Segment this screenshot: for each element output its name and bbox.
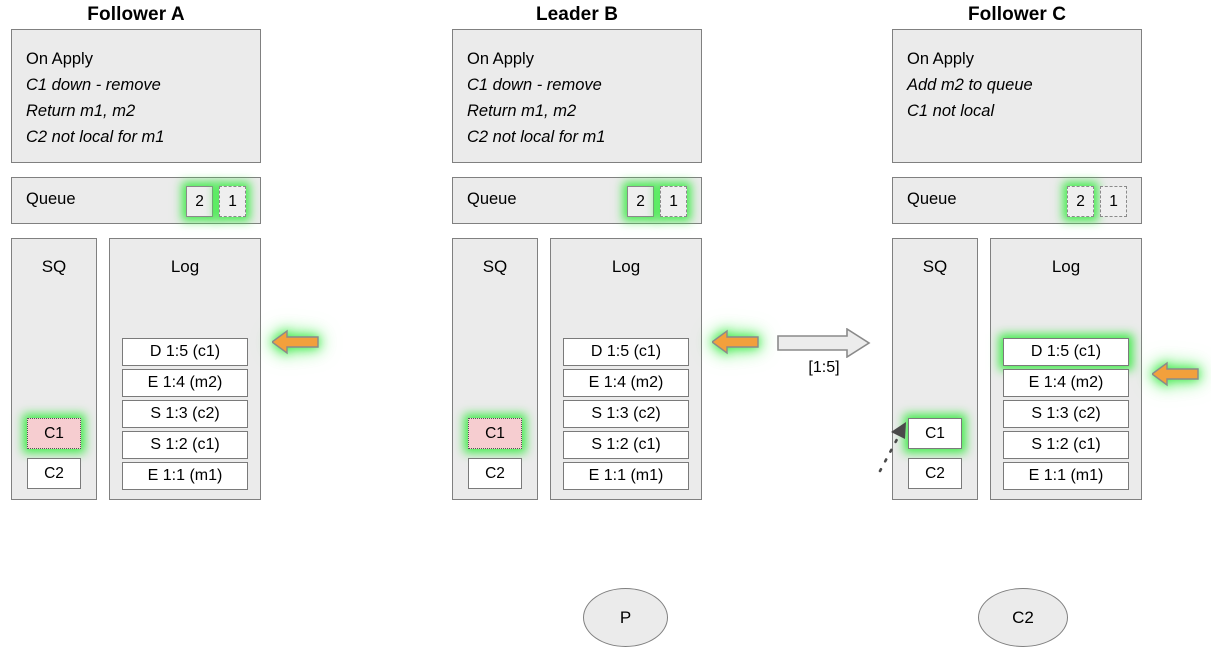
log-card: Log D 1:5 (c1) E 1:4 (m2) S 1:3 (c2) S 1… bbox=[990, 238, 1142, 500]
queue-slot[interactable]: 1 bbox=[660, 186, 687, 217]
enqueue-dotted-arrow-icon bbox=[874, 405, 918, 475]
log-header: Log bbox=[170, 257, 200, 276]
on-apply-heading: On Apply bbox=[26, 50, 93, 68]
replication-range-label: [1:5] bbox=[808, 359, 840, 376]
on-apply-card: On Apply C1 down - remove Return m1, m2 … bbox=[452, 29, 702, 163]
sq-items: C1 C2 bbox=[27, 418, 81, 489]
log-entry[interactable]: S 1:2 (c1) bbox=[1003, 431, 1129, 459]
log-entries: D 1:5 (c1) E 1:4 (m2) S 1:3 (c2) S 1:2 (… bbox=[122, 338, 248, 490]
on-apply-heading: On Apply bbox=[467, 50, 534, 68]
log-entry[interactable]: E 1:1 (m1) bbox=[122, 462, 248, 490]
queue-card: Queue 2 1 bbox=[452, 177, 702, 224]
queue-slots: 2 1 bbox=[627, 186, 687, 217]
log-entry[interactable]: S 1:3 (c2) bbox=[122, 400, 248, 428]
log-card: Log D 1:5 (c1) E 1:4 (m2) S 1:3 (c2) S 1… bbox=[109, 238, 261, 500]
node-title: Follower A bbox=[87, 4, 185, 25]
log-entry[interactable]: D 1:5 (c1) bbox=[1003, 338, 1129, 366]
queue-label: Queue bbox=[26, 190, 76, 208]
queue-slot[interactable]: 1 bbox=[219, 186, 246, 217]
sq-card: SQ C1 C2 bbox=[452, 238, 538, 500]
log-entry[interactable]: S 1:2 (c1) bbox=[122, 431, 248, 459]
log-card: Log D 1:5 (c1) E 1:4 (m2) S 1:3 (c2) S 1… bbox=[550, 238, 702, 500]
log-header: Log bbox=[1051, 257, 1081, 276]
log-header: Log bbox=[611, 257, 641, 276]
sq-items: C1 C2 bbox=[908, 418, 962, 489]
on-apply-heading: On Apply bbox=[907, 50, 974, 68]
sq-entry[interactable]: C2 bbox=[908, 458, 962, 489]
replication-arrow-icon bbox=[777, 328, 871, 358]
log-entry[interactable]: E 1:4 (m2) bbox=[1003, 369, 1129, 397]
queue-label: Queue bbox=[907, 190, 957, 208]
log-entry[interactable]: D 1:5 (c1) bbox=[563, 338, 689, 366]
log-entry[interactable]: E 1:1 (m1) bbox=[563, 462, 689, 490]
sq-items: C1 C2 bbox=[468, 418, 522, 489]
on-apply-line: C2 not local for m1 bbox=[26, 128, 165, 146]
queue-card: Queue 2 1 bbox=[892, 177, 1142, 224]
sq-header: SQ bbox=[482, 257, 508, 276]
on-apply-line: C1 not local bbox=[907, 102, 995, 120]
commit-pointer-arrow-icon bbox=[712, 329, 759, 355]
log-entry[interactable]: E 1:4 (m2) bbox=[563, 369, 689, 397]
node-title: Follower C bbox=[967, 4, 1067, 25]
log-entry[interactable]: E 1:4 (m2) bbox=[122, 369, 248, 397]
log-entry[interactable]: S 1:3 (c2) bbox=[1003, 400, 1129, 428]
log-entry[interactable]: S 1:3 (c2) bbox=[563, 400, 689, 428]
on-apply-lines: On Apply Add m2 to queue C1 not local bbox=[907, 46, 1133, 124]
sq-card: SQ C1 C2 bbox=[892, 238, 978, 500]
sq-entry[interactable]: C1 bbox=[468, 418, 522, 449]
log-entries: D 1:5 (c1) E 1:4 (m2) S 1:3 (c2) S 1:2 (… bbox=[563, 338, 689, 490]
commit-pointer-arrow-icon bbox=[1152, 361, 1199, 387]
queue-slot[interactable]: 2 bbox=[186, 186, 213, 217]
commit-pointer-arrow-icon bbox=[272, 329, 319, 355]
log-entry[interactable]: D 1:5 (c1) bbox=[122, 338, 248, 366]
sq-card: SQ C1 C2 bbox=[11, 238, 97, 500]
on-apply-line: Add m2 to queue bbox=[907, 76, 1033, 94]
node-title: Leader B bbox=[535, 4, 619, 25]
sq-entry[interactable]: C1 bbox=[908, 418, 962, 449]
on-apply-card: On Apply C1 down - remove Return m1, m2 … bbox=[11, 29, 261, 163]
queue-card: Queue 2 1 bbox=[11, 177, 261, 224]
queue-slots: 2 1 bbox=[1067, 186, 1127, 217]
log-entries: D 1:5 (c1) E 1:4 (m2) S 1:3 (c2) S 1:2 (… bbox=[1003, 338, 1129, 490]
log-entry[interactable]: S 1:2 (c1) bbox=[563, 431, 689, 459]
sq-entry[interactable]: C1 bbox=[27, 418, 81, 449]
queue-slot[interactable]: 2 bbox=[627, 186, 654, 217]
on-apply-line: C1 down - remove bbox=[26, 76, 161, 94]
on-apply-line: Return m1, m2 bbox=[26, 102, 136, 120]
on-apply-lines: On Apply C1 down - remove Return m1, m2 … bbox=[26, 46, 252, 150]
queue-slot[interactable]: 1 bbox=[1100, 186, 1127, 217]
sq-entry[interactable]: C2 bbox=[27, 458, 81, 489]
on-apply-line: C1 down - remove bbox=[467, 76, 602, 94]
on-apply-card: On Apply Add m2 to queue C1 not local bbox=[892, 29, 1142, 163]
on-apply-line: C2 not local for m1 bbox=[467, 128, 606, 146]
sq-entry[interactable]: C2 bbox=[468, 458, 522, 489]
queue-slots: 2 1 bbox=[186, 186, 246, 217]
client-node-c2[interactable]: C2 bbox=[978, 588, 1068, 647]
on-apply-line: Return m1, m2 bbox=[467, 102, 577, 120]
sq-header: SQ bbox=[922, 257, 948, 276]
queue-slot[interactable]: 2 bbox=[1067, 186, 1094, 217]
log-entry[interactable]: E 1:1 (m1) bbox=[1003, 462, 1129, 490]
on-apply-lines: On Apply C1 down - remove Return m1, m2 … bbox=[467, 46, 693, 150]
sq-header: SQ bbox=[41, 257, 67, 276]
queue-label: Queue bbox=[467, 190, 517, 208]
client-node-p[interactable]: P bbox=[583, 588, 668, 647]
